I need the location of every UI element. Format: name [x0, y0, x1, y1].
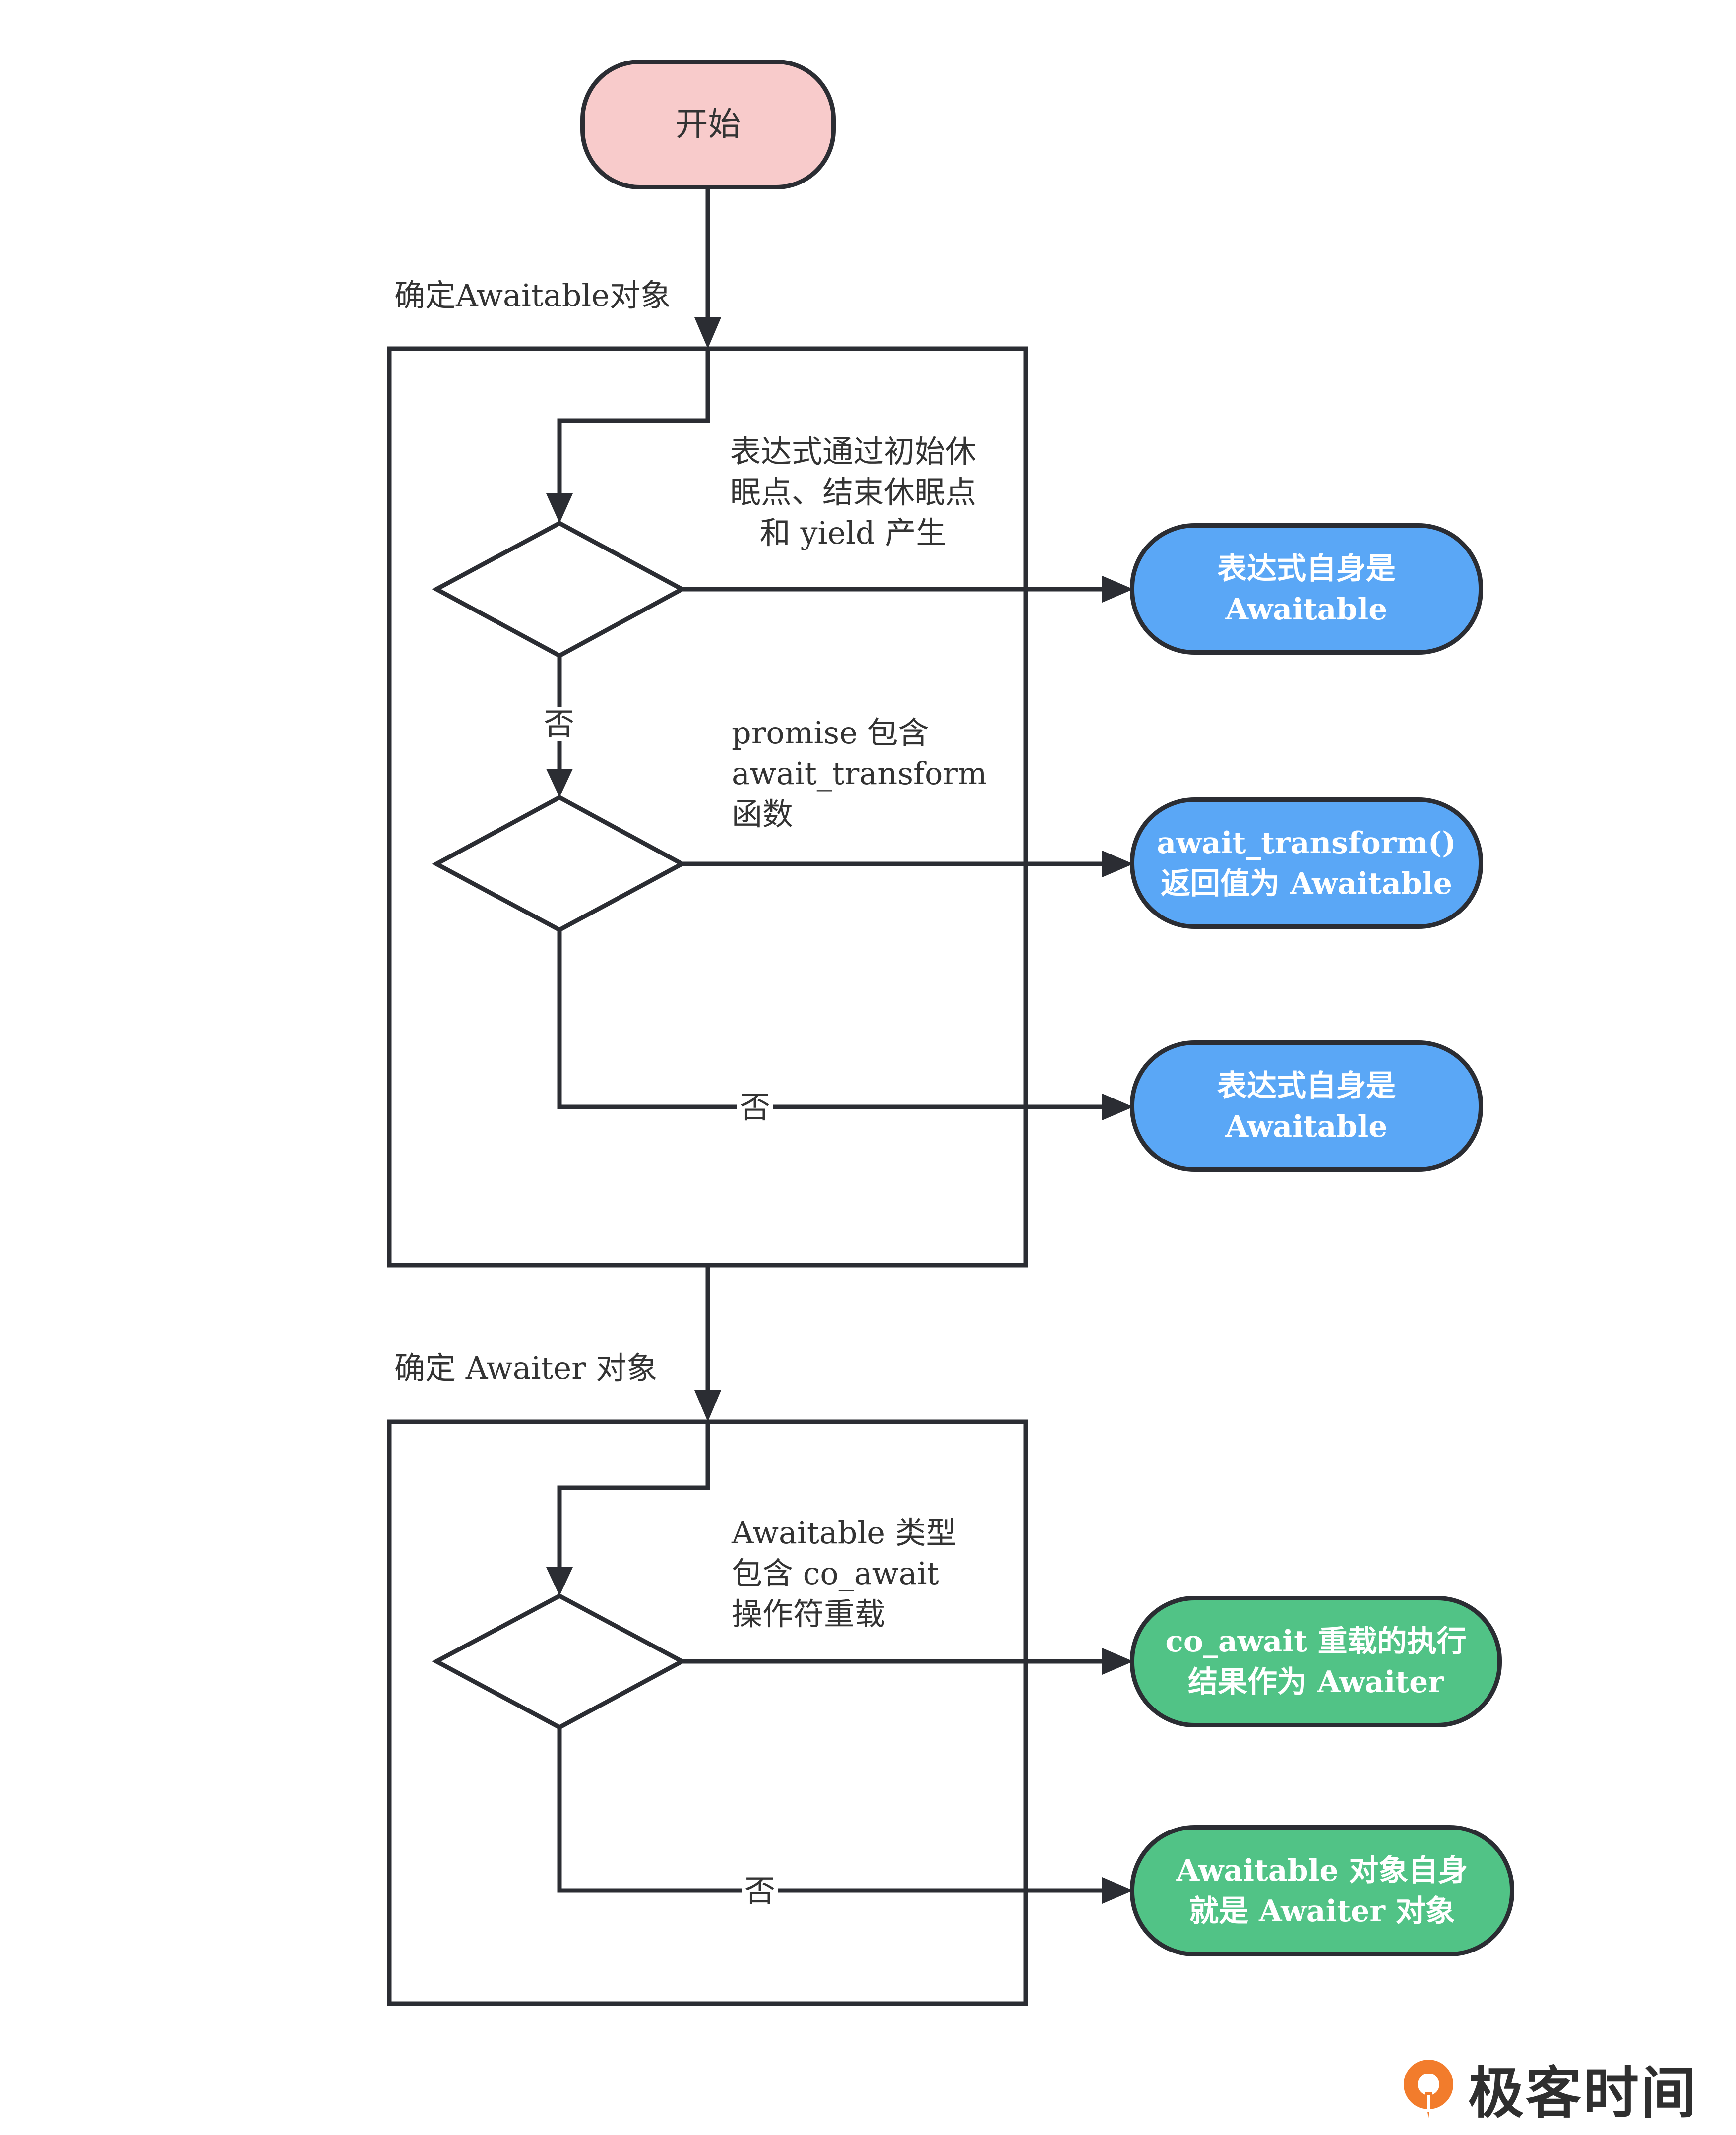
arrowhead — [546, 769, 573, 797]
arrowhead — [694, 1390, 721, 1422]
arrowhead — [1102, 1648, 1133, 1675]
arrowhead — [1102, 1877, 1133, 1904]
result-node-1: 表达式自身是 Awaitable — [1130, 523, 1483, 655]
branch-no-label-1: 否 — [541, 707, 578, 741]
decision-diamond-1 — [432, 520, 687, 659]
decision-2-text: promise 包含 await_transform 函数 — [732, 715, 987, 832]
arrowhead — [1102, 576, 1133, 603]
result-node-4: co_await 重载的执行 结果作为 Awaiter — [1130, 1596, 1502, 1727]
arrowhead — [1102, 1094, 1133, 1120]
arrowhead — [546, 1567, 573, 1596]
decision-3-text: Awaitable 类型 包含 co_await 操作符重载 — [732, 1515, 957, 1632]
result-node-5: Awaitable 对象自身 就是 Awaiter 对象 — [1130, 1825, 1514, 1956]
start-node: 开始 — [580, 60, 836, 189]
arrowhead — [694, 317, 721, 349]
result-node-2: await_transform() 返回值为 Awaitable — [1130, 797, 1483, 929]
decision-1-text: 表达式通过初始休 眠点、结束休眠点 和 yield 产生 — [730, 433, 976, 551]
edge-decision2-no — [557, 930, 1102, 1109]
brand-watermark: 极客时间 — [1399, 2048, 1698, 2129]
decision-diamond-2 — [432, 794, 687, 933]
branch-no-label-2: 否 — [737, 1090, 774, 1125]
section-title-awaiter: 确定 Awaiter 对象 — [394, 1350, 658, 1386]
edge-group1-to-decision1 — [557, 349, 710, 493]
brand-name: 极客时间 — [1468, 2061, 1698, 2126]
arrowhead — [546, 493, 573, 523]
arrowhead — [1102, 851, 1133, 877]
edge-group2-to-decision3 — [557, 1422, 710, 1567]
result-node-3: 表达式自身是 Awaitable — [1130, 1040, 1483, 1172]
section-title-awaitable: 确定Awaitable对象 — [394, 277, 671, 313]
edge-decision3-no — [557, 1727, 1102, 1893]
start-label: 开始 — [675, 105, 741, 143]
geektime-logo-icon — [1404, 2060, 1453, 2118]
decision-diamond-3 — [432, 1593, 687, 1730]
branch-no-label-3: 否 — [742, 1874, 779, 1908]
awaiter-group-box — [387, 1419, 1028, 2006]
